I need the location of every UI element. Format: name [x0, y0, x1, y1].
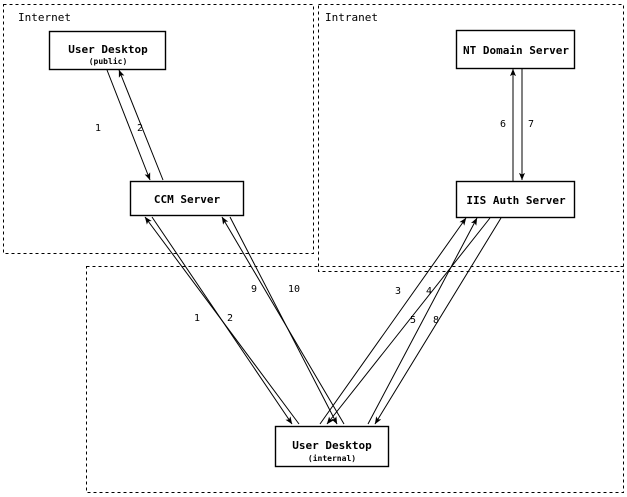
node-box[interactable] [455, 180, 576, 219]
node-ccm-server[interactable]: CCM Server [129, 180, 245, 217]
flow-label-1-public: 1 [95, 123, 101, 134]
node-title: NT Domain Server [463, 44, 569, 57]
node-iis-auth-server[interactable]: IIS Auth Server [455, 180, 576, 219]
flow-label-2-public: 2 [137, 123, 143, 134]
node-user-desktop-public[interactable]: User Desktop (public) [48, 30, 167, 71]
edge-flow-9 [221, 216, 345, 425]
node-title: CCM Server [154, 193, 221, 206]
flow-label-8: 8 [433, 315, 439, 326]
flow-label-7: 7 [528, 119, 534, 130]
flow-label-3: 3 [395, 286, 401, 297]
node-nt-domain-server[interactable]: NT Domain Server [455, 29, 576, 70]
edge-flow-1-internal [144, 216, 300, 425]
node-title: User Desktop [292, 439, 372, 452]
edge-group-internal-iis-58 [367, 217, 502, 425]
flow-label-2-internal: 2 [227, 313, 233, 324]
node-box[interactable] [274, 425, 390, 468]
node-box[interactable] [48, 30, 167, 71]
zone-boundaries [3, 4, 624, 493]
zone-internet-label: Internet [18, 11, 71, 24]
edge-flow-4 [326, 217, 491, 425]
node-subtitle: (internal) [308, 453, 356, 463]
zone-intranet-box [318, 4, 624, 272]
zone-internet-box [3, 4, 314, 254]
zone-internal-lan-box [86, 266, 624, 493]
node-box[interactable] [455, 29, 576, 70]
flow-label-10: 10 [288, 284, 300, 295]
edge-group-internal-ccm-12 [144, 216, 300, 425]
edge-flow-3 [319, 217, 467, 425]
edge-flow-8 [374, 217, 502, 425]
node-title: User Desktop [68, 43, 148, 56]
flow-labels: 1 2 6 7 9 10 1 2 3 4 5 8 [95, 119, 534, 326]
node-subtitle: (public) [89, 56, 128, 66]
node-user-desktop-internal[interactable]: User Desktop (internal) [274, 425, 390, 468]
flow-label-9: 9 [251, 284, 257, 295]
flow-label-5: 5 [410, 315, 416, 326]
node-title: IIS Auth Server [466, 194, 566, 207]
flow-label-1-internal: 1 [194, 313, 200, 324]
edge-flow-2-public [118, 69, 164, 181]
edge-flow-1-public [106, 69, 151, 181]
node-box[interactable] [129, 180, 245, 217]
edge-group-internal-iis-34 [319, 217, 491, 425]
edge-group-iis-ntdomain [510, 68, 525, 181]
edge-flow-5 [367, 217, 478, 425]
flow-label-6: 6 [500, 119, 506, 130]
edge-group-internal-ccm-910 [221, 216, 345, 425]
edge-group-public-ccm [106, 69, 164, 181]
zone-intranet-label: Intranet [325, 11, 378, 24]
flow-label-4: 4 [426, 286, 432, 297]
